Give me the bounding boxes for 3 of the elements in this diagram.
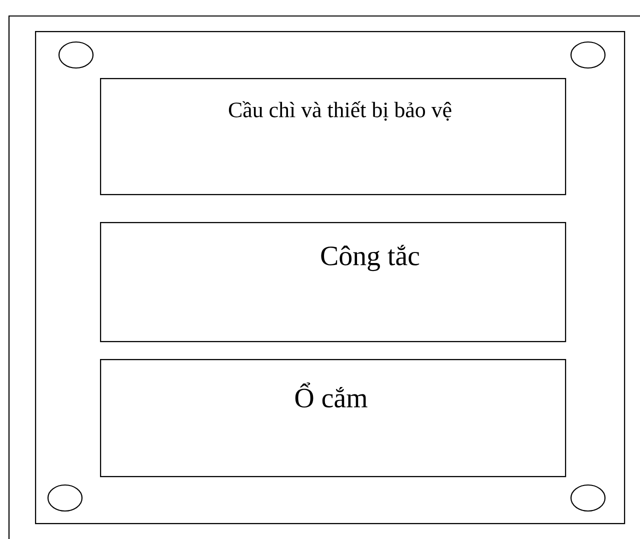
component-box: Cầu chì và thiết bị bảo vệ [100, 78, 566, 196]
component-box: Ổ cắm [100, 359, 566, 478]
component-box: Công tắc [100, 222, 566, 342]
